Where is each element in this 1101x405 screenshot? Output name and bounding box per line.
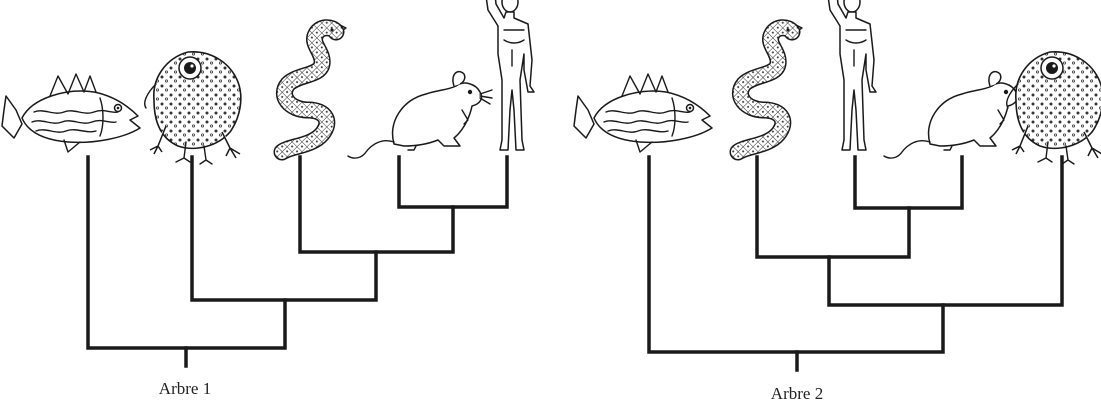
human-icon [482,0,534,150]
tree-1-label: Arbre 1 [159,379,211,398]
human-icon [824,0,876,150]
tree-2-branches [649,157,1062,370]
tree-2-leaf-snake [738,24,802,152]
frog-icon [145,52,241,164]
frog-icon [1007,52,1101,164]
mouse-icon [884,72,1028,158]
tree-2-label: Arbre 2 [771,384,823,403]
tree-1-leaf-frog [145,52,241,164]
tree-2-leaf-frog [1007,52,1101,164]
tree-2: Arbre 2 [574,0,1101,403]
tree-2-leaf-mouse [884,72,1028,158]
mouse-icon [348,72,492,158]
tree-2-leaf-human [824,0,876,150]
tree-1: Arbre 1 [2,0,534,398]
tree-2-leaf-fish [574,74,712,152]
snake-icon [738,24,802,152]
tree-1-leaf-human [482,0,534,150]
tree-1-branches [88,157,507,366]
fish-icon [574,74,712,152]
fish-icon [2,74,140,152]
snake-icon [282,24,346,152]
tree-1-leaf-snake [282,24,346,152]
tree-1-leaf-mouse [348,72,492,158]
tree-1-leaf-fish [2,74,140,152]
